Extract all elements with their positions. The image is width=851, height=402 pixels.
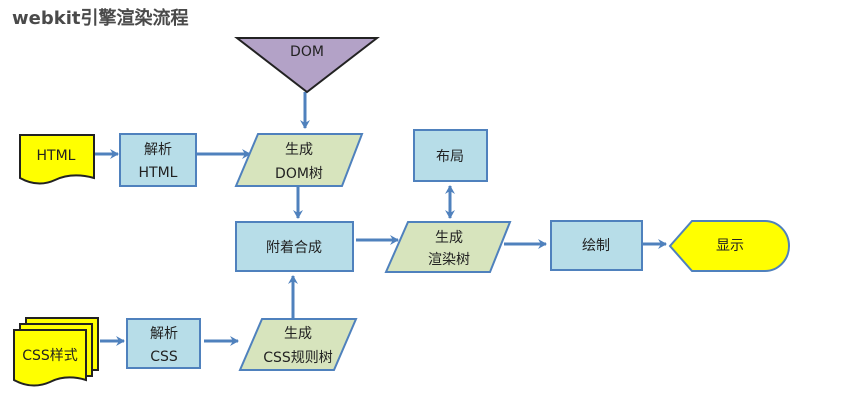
gen-dom-tree-node: 生成 DOM树: [234, 133, 364, 187]
layout-label: 布局: [436, 149, 464, 165]
gen-dom-tree-label-2: DOM树: [275, 166, 323, 182]
gen-css-tree-node: 生成 CSS规则树: [238, 318, 358, 371]
layout-node: 布局: [413, 129, 488, 182]
gen-render-tree-label-2: 渲染树: [428, 252, 470, 268]
parse-html-node: 解析 HTML: [119, 133, 197, 187]
gen-render-tree-label-1: 生成: [435, 230, 463, 246]
css-input-node: CSS样式: [13, 317, 99, 387]
dom-source-node: DOM: [234, 37, 380, 94]
gen-render-tree-node: 生成 渲染树: [384, 221, 512, 273]
attach-label: 附着合成: [266, 240, 322, 256]
css-input-label: CSS样式: [22, 348, 78, 364]
html-input-label: HTML: [37, 148, 76, 164]
page-title: webkit引擎渲染流程: [12, 8, 189, 29]
html-input-node: HTML: [19, 134, 95, 185]
gen-css-tree-label-2: CSS规则树: [263, 350, 333, 366]
attach-node: 附着合成: [235, 221, 354, 272]
dom-source-label: DOM: [290, 44, 324, 60]
display-node: 显示: [668, 220, 790, 272]
parse-html-label-2: HTML: [139, 165, 178, 181]
parse-html-label-1: 解析: [144, 142, 172, 158]
paint-label: 绘制: [582, 238, 610, 254]
parse-css-label-2: CSS: [150, 349, 178, 365]
gen-dom-tree-label-1: 生成: [285, 142, 313, 158]
parse-css-label-1: 解析: [150, 326, 178, 342]
gen-css-tree-label-1: 生成: [284, 326, 312, 342]
display-label: 显示: [716, 238, 744, 254]
parse-css-node: 解析 CSS: [126, 318, 201, 369]
paint-node: 绘制: [550, 220, 643, 271]
